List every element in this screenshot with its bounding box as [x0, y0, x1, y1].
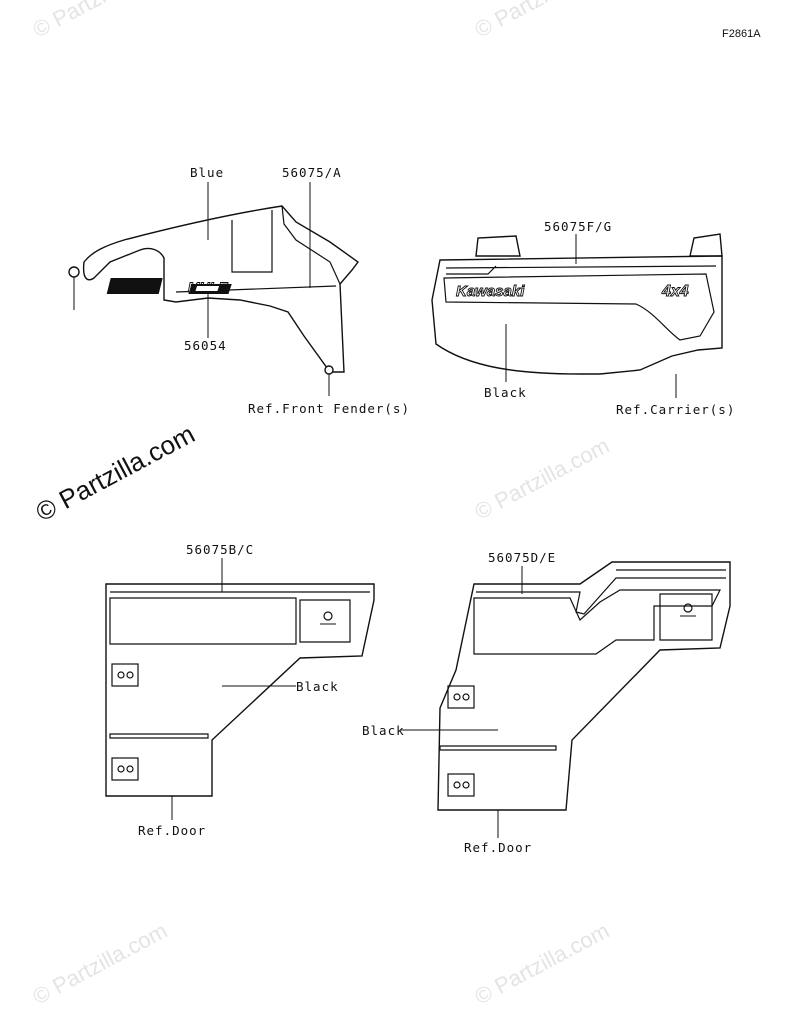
watermark-group: © Partzilla.com © Partzilla.com © Partzi… — [29, 0, 614, 1009]
label-ref-door-left: Ref.Door — [138, 823, 206, 838]
watermark-bottom-left: © Partzilla.com — [29, 918, 172, 1010]
door-right-stripe — [476, 577, 726, 615]
label-carrier-black: Black — [484, 385, 527, 400]
door-right-hinge-top — [447, 685, 475, 709]
label-blue: Blue — [190, 165, 224, 180]
label-door-left-black: Black — [296, 679, 339, 694]
label-56075bc: 56075B/C — [186, 542, 254, 557]
label-ref-carrier: Ref.Carrier(s) — [616, 402, 735, 417]
door-left-hinge-bottom — [111, 757, 139, 781]
door-right-hinge-bottom — [447, 773, 475, 797]
door-left-outline — [105, 583, 375, 797]
kawasaki-logo: Kawasaki — [456, 283, 525, 300]
door-left-hinge-top — [111, 663, 139, 687]
carrier-band — [443, 273, 715, 341]
door-right-outline — [437, 561, 731, 811]
label-56054: 56054 — [184, 338, 227, 353]
watermark-bottom-right: © Partzilla.com — [471, 918, 614, 1010]
label-56075a: 56075/A — [282, 165, 342, 180]
carrier-tab-right — [689, 233, 723, 257]
door-left-lower-strip — [109, 733, 209, 739]
badge-4x4: 4x4 — [661, 283, 689, 300]
label-ref-front-fender: Ref.Front Fender(s) — [248, 401, 410, 416]
front-fender-edge — [281, 205, 341, 285]
door-right-lock-icon — [683, 603, 693, 613]
small-decal — [188, 284, 232, 294]
watermark-mid-right: © Partzilla.com — [471, 433, 614, 525]
label-56075de: 56075D/E — [488, 550, 556, 565]
carrier-tab-left — [475, 235, 521, 257]
door-right-lower-strip — [439, 745, 557, 751]
carrier-outline — [431, 255, 723, 375]
door-left-lock-icon — [323, 611, 333, 621]
fender-bolt — [324, 365, 334, 375]
carrier-stripe-upper — [446, 265, 497, 275]
door-left-panel — [109, 597, 297, 645]
door-right-part — [437, 561, 731, 811]
label-56075fg: 56075F/G — [544, 219, 612, 234]
carrier-part: Kawasaki 4x4 — [431, 233, 723, 375]
label-door-right-black: Black — [362, 723, 405, 738]
mount-pin — [68, 266, 80, 278]
figure-code: F2861A — [722, 28, 761, 40]
door-left-handle-area — [299, 599, 351, 643]
door-right-handle-area — [659, 593, 713, 641]
carrier-stripe-top — [445, 265, 717, 269]
front-fender-part: MULE — [68, 205, 359, 375]
label-ref-door-right: Ref.Door — [464, 840, 532, 855]
door-left-part — [105, 583, 375, 797]
watermark-top-center: © Partzilla.com — [471, 0, 614, 42]
watermark-main: © Partzilla.com — [31, 419, 200, 528]
watermark-top-left: © Partzilla.com — [29, 0, 172, 42]
front-fender-inner-panel — [231, 210, 273, 273]
